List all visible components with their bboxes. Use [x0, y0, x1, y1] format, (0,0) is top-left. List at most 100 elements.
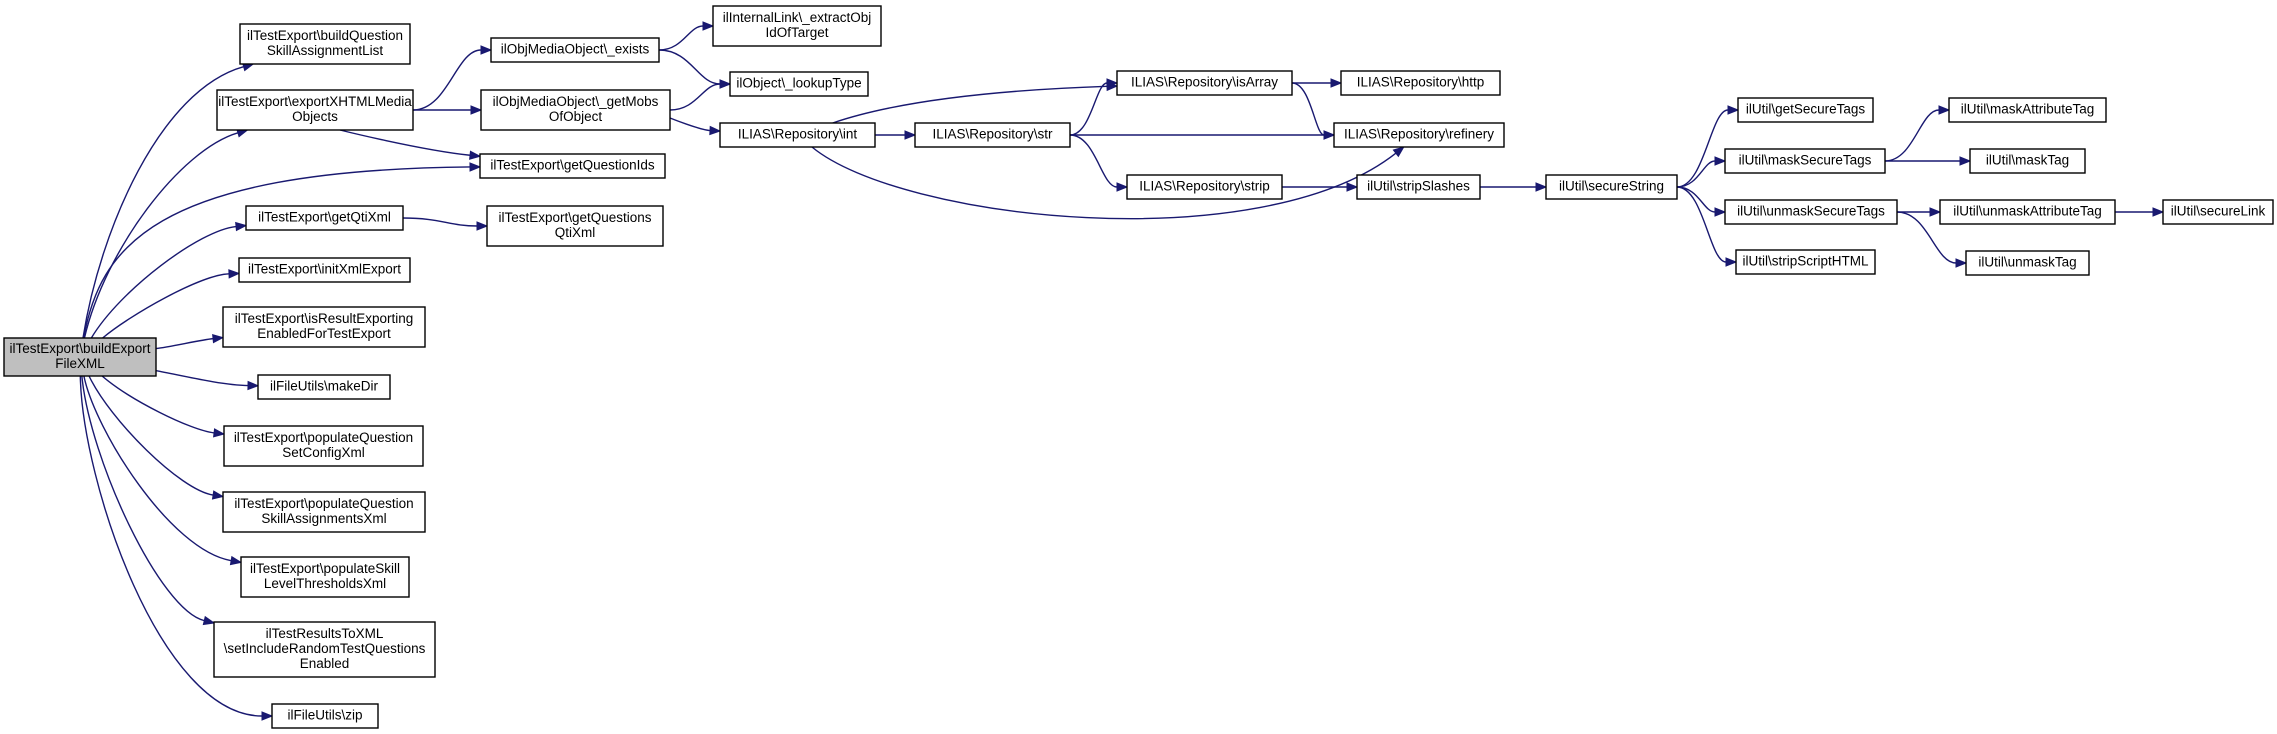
node-box	[222, 306, 426, 348]
edge-line	[669, 83, 721, 111]
node-secureLink[interactable]: ilUtil\secureLink	[2162, 199, 2274, 225]
node-repoIsArray[interactable]: ILIAS\Repository\isArray	[1116, 70, 1293, 96]
node-zip[interactable]: ilFileUtils\zip	[271, 703, 379, 729]
edge-line	[81, 375, 205, 622]
arrowhead	[480, 45, 493, 55]
node-initXmlExport[interactable]: ilTestExport\initXmlExport	[238, 257, 411, 283]
arrowhead	[213, 428, 226, 438]
edge-line	[1291, 82, 1325, 136]
node-label-line: ILIAS\Repository\int	[738, 127, 858, 142]
node-getQtiXml[interactable]: ilTestExport\getQtiXml	[245, 205, 404, 231]
node-label-line: ilTestExport\getQuestions	[498, 210, 651, 225]
edge-line	[82, 166, 471, 339]
arrowhead	[1714, 207, 1727, 217]
edge-line	[83, 132, 239, 339]
node-box	[1724, 148, 1886, 174]
edge-line	[412, 49, 482, 111]
edge-line	[90, 225, 237, 339]
edge-unmaskSecureTags-to-unmaskTag	[1896, 211, 1968, 268]
edge-line	[1676, 109, 1729, 188]
node-label-line: ilUtil\unmaskTag	[1978, 255, 2076, 270]
node-maskSecureTags[interactable]: ilUtil\maskSecureTags	[1724, 148, 1886, 174]
node-lookupType[interactable]: ilObject\_lookupType	[729, 71, 869, 97]
node-getQuestionIds[interactable]: ilTestExport\getQuestionIds	[479, 153, 666, 179]
node-label-line: ilInternalLink\_extractObj	[723, 10, 872, 25]
node-repoInt[interactable]: ILIAS\Repository\int	[719, 122, 876, 148]
edge-getMobs-to-repoInt	[669, 117, 722, 136]
node-populateSkillLevel[interactable]: ilTestExport\populateSkillLevelThreshold…	[240, 556, 410, 598]
node-unmaskAttributeTag[interactable]: ilUtil\unmaskAttributeTag	[1939, 199, 2116, 225]
node-isResultExporting[interactable]: ilTestExport\isResultExportingEnabledFor…	[222, 306, 426, 348]
edge-exportXHTML-to-getQuestionIds	[339, 129, 482, 160]
node-label-line: ilTestExport\isResultExporting	[235, 311, 414, 326]
edge-root-to-isResultExporting	[155, 333, 225, 350]
node-getSecureTags[interactable]: ilUtil\getSecureTags	[1737, 97, 1874, 123]
node-label-line: SetConfigXml	[282, 445, 365, 460]
node-box	[1948, 97, 2107, 123]
node-label-line: IdOfTarget	[765, 25, 828, 40]
edge-repoInt-to-repoIsArray	[832, 81, 1119, 124]
node-stripScriptHTML[interactable]: ilUtil\stripScriptHTML	[1735, 249, 1876, 275]
node-box	[1126, 174, 1283, 200]
node-exists[interactable]: ilObjMediaObject\_exists	[490, 37, 660, 63]
node-label-line: ilTestExport\populateQuestion	[234, 496, 413, 511]
arrowhead	[229, 555, 243, 566]
edge-line	[1676, 186, 1716, 213]
edge-repoStr-to-repoStrip	[1069, 134, 1129, 192]
node-label-line: OfObject	[549, 109, 603, 124]
arrowhead	[261, 711, 274, 721]
node-populateQuestionSkill[interactable]: ilTestExport\populateQuestionSkillAssign…	[222, 491, 426, 533]
node-box	[480, 89, 671, 131]
edge-exists-to-extractObj	[658, 21, 715, 51]
node-setIncludeRandom[interactable]: ilTestResultsToXML\setIncludeRandomTestQ…	[213, 621, 436, 678]
node-box	[486, 205, 664, 247]
node-repoRefinery[interactable]: ILIAS\Repository\refinery	[1333, 122, 1505, 148]
node-repoStr[interactable]: ILIAS\Repository\str	[914, 122, 1071, 148]
edges-layer	[79, 21, 2165, 721]
node-label-line: ilTestExport\populateQuestion	[234, 430, 413, 445]
node-label-line: FileXML	[55, 356, 105, 371]
node-maskTag[interactable]: ilUtil\maskTag	[1969, 148, 2086, 174]
node-unmaskTag[interactable]: ilUtil\unmaskTag	[1965, 250, 2090, 276]
node-box	[216, 89, 414, 131]
arrowhead	[228, 269, 241, 279]
node-box	[729, 71, 869, 97]
edge-line	[88, 375, 214, 496]
edge-repoInt-to-repoRefinery	[811, 146, 1405, 220]
node-stripSlashes[interactable]: ilUtil\stripSlashes	[1356, 174, 1481, 200]
node-box	[490, 37, 660, 63]
node-repoStrip[interactable]: ILIAS\Repository\strip	[1126, 174, 1283, 200]
node-box	[479, 153, 666, 179]
node-box	[1333, 122, 1505, 148]
node-repoHttp[interactable]: ILIAS\Repository\http	[1340, 70, 1501, 96]
node-label-line: ilUtil\secureString	[1559, 179, 1664, 194]
node-populateQuestionSet[interactable]: ilTestExport\populateQuestionSetConfigXm…	[223, 425, 424, 467]
edge-line	[101, 375, 215, 434]
node-buildQuestionSkill[interactable]: ilTestExport\buildQuestionSkillAssignmen…	[239, 23, 411, 65]
edge-repoIsArray-to-repoRefinery	[1291, 82, 1336, 140]
edge-line	[811, 146, 1397, 220]
arrowhead	[709, 125, 722, 136]
node-secureString[interactable]: ilUtil\secureString	[1545, 174, 1678, 200]
node-label-line: ilTestResultsToXML	[266, 626, 384, 641]
edge-exists-to-lookupType	[658, 49, 732, 89]
node-label-line: EnabledForTestExport	[257, 326, 391, 341]
arrowhead	[247, 380, 260, 391]
node-maskAttributeTag[interactable]: ilUtil\maskAttributeTag	[1948, 97, 2107, 123]
edge-root-to-populateQuestionSkill	[88, 375, 225, 500]
node-makeDir[interactable]: ilFileUtils\makeDir	[257, 374, 391, 400]
node-label-line: ilUtil\getSecureTags	[1746, 102, 1866, 117]
node-label-line: ilTestExport\getQtiXml	[258, 210, 391, 225]
arrowhead	[1955, 258, 1968, 268]
node-label-line: ilFileUtils\makeDir	[270, 379, 379, 394]
node-unmaskSecureTags[interactable]: ilUtil\unmaskSecureTags	[1724, 199, 1898, 225]
node-label-line: ILIAS\Repository\http	[1357, 75, 1485, 90]
edge-line	[658, 25, 704, 51]
arrowhead	[469, 150, 482, 160]
node-box	[3, 337, 157, 377]
